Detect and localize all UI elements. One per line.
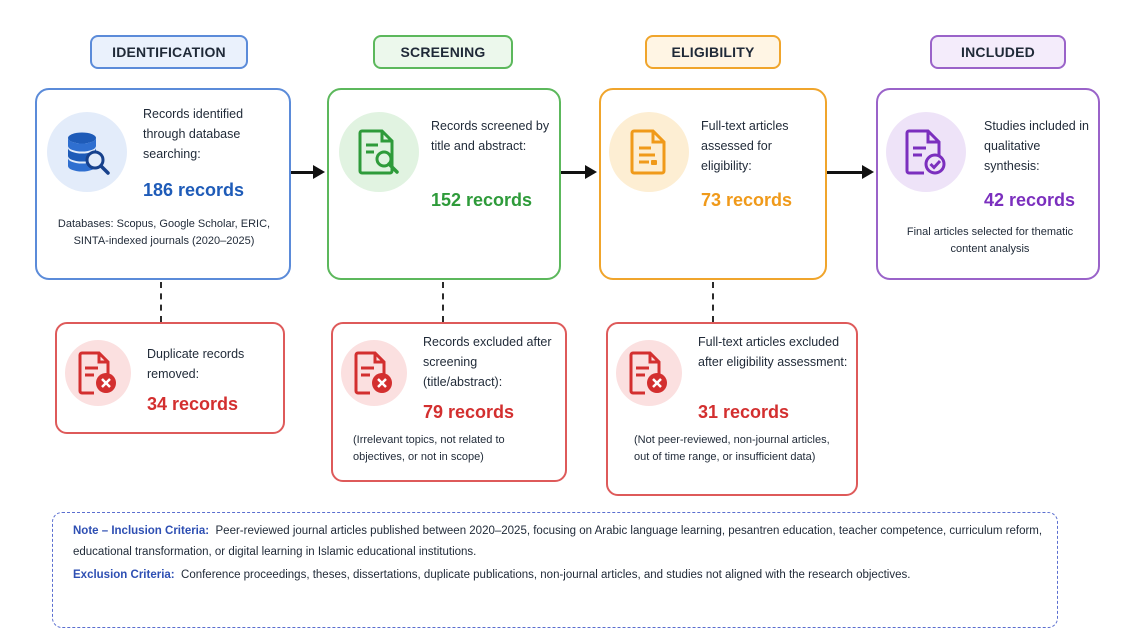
eligibility-excluded-box: Full-text articles excluded after eligib… [606,322,858,496]
identification-text: Records identified through database sear… [143,107,244,161]
included-final-note: Final articles selected for thematic con… [906,226,1074,255]
inclusion-criteria-text: Peer-reviewed journal articles published… [73,525,1043,558]
criteria-note: Note – Inclusion Criteria: Peer-reviewed… [52,512,1058,628]
stage-identification: IDENTIFICATION [90,35,248,69]
screening-count: 152 records [431,190,533,210]
duplicates-count: 34 records [147,394,239,414]
arrow-screening-eligibility [561,171,587,174]
exclusion-criteria-text: Conference proceedings, theses, disserta… [181,569,911,581]
document-icon [609,112,689,192]
eligibility-text: Full-text articles assessed for eligibil… [701,119,789,173]
stage-screening-label: SCREENING [400,44,486,60]
database-search-icon [47,112,127,192]
eligibility-excluded-text: Full-text articles excluded after eligib… [698,335,848,369]
arrow-head-1 [313,165,325,179]
arrow-head-3 [862,165,874,179]
eligibility-excluded-reason: (Not peer-reviewed, non-journal articles… [634,434,830,463]
inclusion-criteria: Note – Inclusion Criteria: Peer-reviewed… [73,521,1043,563]
included-box: Studies included in qualitative synthesi… [876,88,1100,280]
identification-box: Records identified through database sear… [35,88,291,280]
screening-box: Records screened by title and abstract: … [327,88,561,280]
connector-eligibility-excluded [712,282,714,322]
identification-count: 186 records [143,180,245,200]
arrow-identification-screening [291,171,315,174]
eligibility-excluded-count: 31 records [698,402,790,422]
connector-identification-excluded [160,282,162,322]
document-remove-icon [341,340,407,406]
stage-included-label: INCLUDED [961,44,1035,60]
screening-excluded-count: 79 records [423,402,515,422]
arrow-eligibility-included [827,171,863,174]
screening-excluded-text: Records excluded after screening (title/… [423,335,552,389]
stage-included: INCLUDED [930,35,1066,69]
screening-excluded-box: Records excluded after screening (title/… [331,322,567,482]
eligibility-box: Full-text articles assessed for eligibil… [599,88,827,280]
included-count: 42 records [984,190,1076,210]
identification-databases-note: Databases: Scopus, Google Scholar, ERIC,… [57,218,271,247]
document-remove-icon [65,340,131,406]
document-search-icon [339,112,419,192]
document-remove-icon [616,340,682,406]
stage-eligibility-label: ELIGIBILITY [671,44,755,60]
stage-identification-label: IDENTIFICATION [112,44,226,60]
duplicates-excluded-box: Duplicate records removed: 34 records [55,322,285,434]
connector-screening-excluded [442,282,444,322]
arrow-head-2 [585,165,597,179]
included-text: Studies included in qualitative synthesi… [984,119,1089,173]
screening-text: Records screened by title and abstract: [431,119,550,153]
duplicates-text: Duplicate records removed: [147,347,245,381]
eligibility-count: 73 records [701,190,793,210]
document-check-icon [886,112,966,192]
inclusion-criteria-label: Note – Inclusion Criteria: [73,525,210,537]
stage-screening: SCREENING [373,35,513,69]
exclusion-criteria-label: Exclusion Criteria: [73,569,175,581]
stage-eligibility: ELIGIBILITY [645,35,781,69]
exclusion-criteria: Exclusion Criteria: Conference proceedin… [73,565,1043,586]
screening-excluded-reason: (Irrelevant topics, not related to objec… [353,434,505,463]
